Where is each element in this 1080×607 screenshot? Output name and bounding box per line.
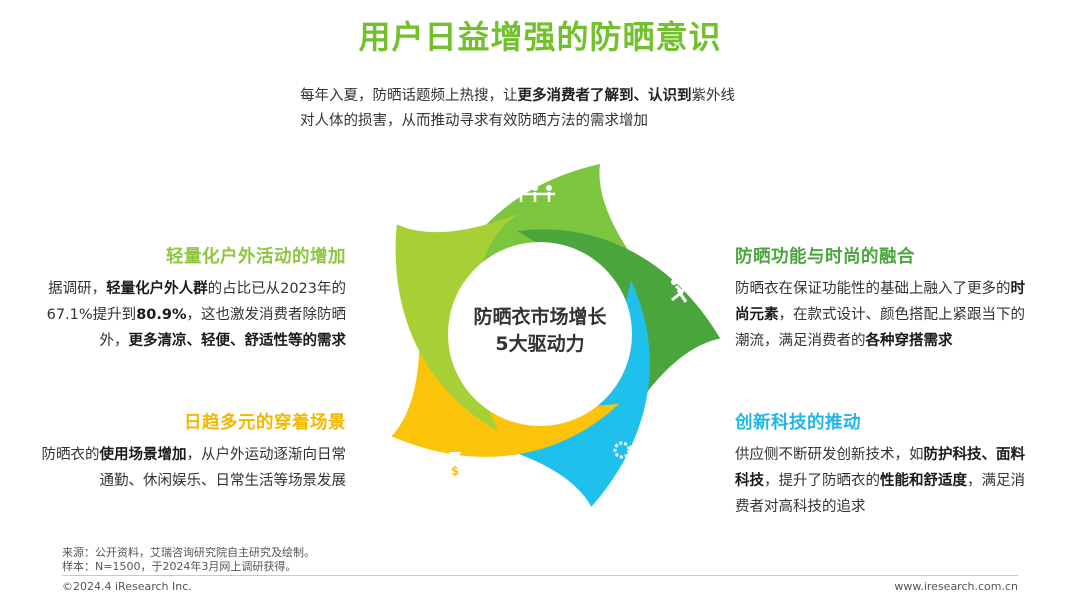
center-line2: 5大驱动力 <box>495 333 585 355</box>
block-fashion-bold: 时尚元素 <box>735 281 1025 323</box>
block-outdoor-heading: 轻量化户外活动的增加 <box>166 247 346 267</box>
block-tech: 创新科技的推动 供应侧不断研发创新技术，如防护科技、面料科技，提升了防晒衣的性能… <box>735 410 1025 520</box>
intro-line1-bold: 更多消费者了解到、认识到 <box>517 88 692 104</box>
block-scenes-bold: 使用场景增加 <box>99 447 187 463</box>
intro-line2: 对人体的损害，从而推动寻求有效防晒方法的需求增加 <box>300 113 648 129</box>
center-line1: 防晒衣市场增长 <box>473 306 607 328</box>
block-fashion-heading: 防晒功能与时尚的融合 <box>735 247 915 267</box>
footer-divider <box>62 575 1018 576</box>
block-tech-text: ，满足消费者对高科技的追求 <box>735 473 1025 515</box>
block-outdoor: 轻量化户外活动的增加 据调研，轻量化户外人群的占比已从2023年的67.1%提升… <box>40 244 346 354</box>
center-circle <box>448 242 632 426</box>
block-outdoor-bold: 80.9% <box>136 307 187 323</box>
block-outdoor-text: 的占比已从2023年的67.1%提升到 <box>46 281 346 323</box>
intro-line1-post: 紫外线 <box>691 88 736 104</box>
block-outdoor-text: 据调研， <box>48 281 107 297</box>
money-bag-icon: $ <box>443 452 467 480</box>
block-fashion-text: 防晒衣在保证功能性的基础上融入了更多的 <box>735 281 1011 297</box>
pinwheel-diagram: $ <box>366 163 721 507</box>
copyright: ©2024.4 iResearch Inc. <box>62 580 192 593</box>
block-outdoor-bold: 更多清凉、轻便、舒适性等的需求 <box>128 333 347 349</box>
block-fashion-text: ，在款式设计、颜色搭配上紧跟当下的潮流，满足消费者的 <box>735 307 1025 349</box>
block-scenes-heading: 日趋多元的穿着场景 <box>184 413 346 433</box>
intro-line1-pre: 每年入夏，防晒话题频上热搜，让 <box>300 88 518 104</box>
block-outdoor-text: ，这也激发消费者除防晒外， <box>99 307 347 349</box>
gears-person-icon <box>613 441 643 485</box>
svg-text:$: $ <box>451 464 459 478</box>
block-tech-bold: 防护科技、面料科技 <box>735 447 1025 489</box>
page-title: 用户日益增强的防晒意识 <box>358 18 722 56</box>
block-outdoor-bold: 轻量化户外人群 <box>106 281 208 297</box>
block-tech-text: 供应侧不断研发创新技术，如 <box>735 447 924 463</box>
running-person-icon <box>366 266 391 301</box>
block-scenes-text: 防晒衣的 <box>41 447 100 463</box>
block-fashion: 防晒功能与时尚的融合 防晒衣在保证功能性的基础上融入了更多的时尚元素，在款式设计… <box>735 244 1025 354</box>
block-tech-bold: 性能和舒适度 <box>880 473 967 489</box>
sample-note: 样本：N=1500，于2024年3月网上调研获得。 <box>62 560 297 573</box>
center-label: 防晒衣市场增长 5大驱动力 <box>455 304 625 358</box>
source-note: 来源：公开资料，艾瑞咨询研究院自主研究及绘制。 <box>62 546 315 559</box>
block-fashion-bold: 各种穿搭需求 <box>865 333 953 349</box>
growth-team-icon <box>514 163 556 202</box>
block-scenes-text: ，从户外运动逐渐向日常通勤、休闲娱乐、日常生活等场景发展 <box>99 447 347 489</box>
push-boulder-icon <box>671 265 707 303</box>
block-tech-heading: 创新科技的推动 <box>735 413 861 433</box>
block-tech-text: ，提升了防晒衣的 <box>764 473 880 489</box>
block-scenes: 日趋多元的穿着场景 防晒衣的使用场景增加，从户外运动逐渐向日常通勤、休闲娱乐、日… <box>40 410 347 494</box>
intro-text: 每年入夏，防晒话题频上热搜，让更多消费者了解到、认识到紫外线 对人体的损害，从而… <box>300 84 800 134</box>
website-link[interactable]: www.iresearch.com.cn <box>894 580 1018 593</box>
